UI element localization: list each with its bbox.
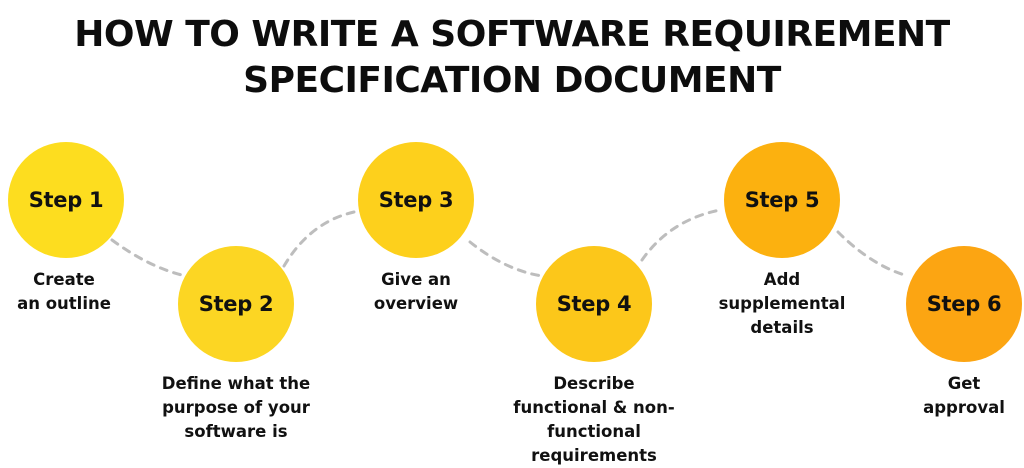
step-6-circle: Step 6: [906, 246, 1022, 362]
step-4-desc-line-1: Describe: [553, 374, 635, 393]
title-line-2: SPECIFICATION DOCUMENT: [243, 60, 781, 101]
step-4-circle: Step 4: [536, 246, 652, 362]
step-2-desc-line-2: purpose of your: [162, 398, 310, 417]
step-4-desc-line-2: functional & non-: [513, 398, 675, 417]
connector-4-5: [640, 208, 722, 262]
step-6-desc-line-1: Get: [947, 374, 981, 393]
step-4-label: Step 4: [556, 292, 632, 316]
step-5-label: Step 5: [744, 188, 820, 212]
step-2-label: Step 2: [198, 292, 274, 316]
page-title: HOW TO WRITE A SOFTWARE REQUIREMENT SPEC…: [0, 12, 1024, 104]
step-3-desc-line-2: overview: [373, 294, 459, 313]
step-4-desc-line-4: requirements: [531, 446, 657, 465]
step-3-label: Step 3: [378, 188, 454, 212]
connector-5-6: [836, 230, 910, 278]
step-1-desc-line-2: an outline: [17, 294, 111, 313]
step-3-description: Give an overview: [316, 268, 516, 316]
title-line-1: HOW TO WRITE A SOFTWARE REQUIREMENT: [74, 14, 950, 55]
step-1-description: Create an outline: [0, 268, 164, 316]
step-2-description: Define what the purpose of your software…: [136, 372, 336, 444]
step-3-circle: Step 3: [358, 142, 474, 258]
step-6-desc-line-2: approval: [923, 398, 1005, 417]
connector-1-2: [110, 238, 188, 278]
step-1-desc-line-1: Create: [33, 270, 95, 289]
step-2-desc-line-3: software is: [184, 422, 288, 441]
step-2-circle: Step 2: [178, 246, 294, 362]
step-5-desc-line-2: supplemental: [718, 294, 846, 313]
connector-3-4: [468, 240, 544, 278]
step-2-desc-line-1: Define what the: [161, 374, 311, 393]
step-3-desc-line-1: Give an: [381, 270, 451, 289]
step-5-circle: Step 5: [724, 142, 840, 258]
step-6-label: Step 6: [926, 292, 1002, 316]
connector-2-3: [282, 210, 356, 268]
step-5-desc-line-1: Add: [763, 270, 801, 289]
step-1-label: Step 1: [28, 188, 104, 212]
step-5-desc-line-3: details: [750, 318, 814, 337]
step-6-description: Get approval: [864, 372, 1024, 420]
step-1-circle: Step 1: [8, 142, 124, 258]
step-4-description: Describe functional & non- functional re…: [494, 372, 694, 468]
step-5-description: Add supplemental details: [682, 268, 882, 340]
step-4-desc-line-3: functional: [547, 422, 641, 441]
